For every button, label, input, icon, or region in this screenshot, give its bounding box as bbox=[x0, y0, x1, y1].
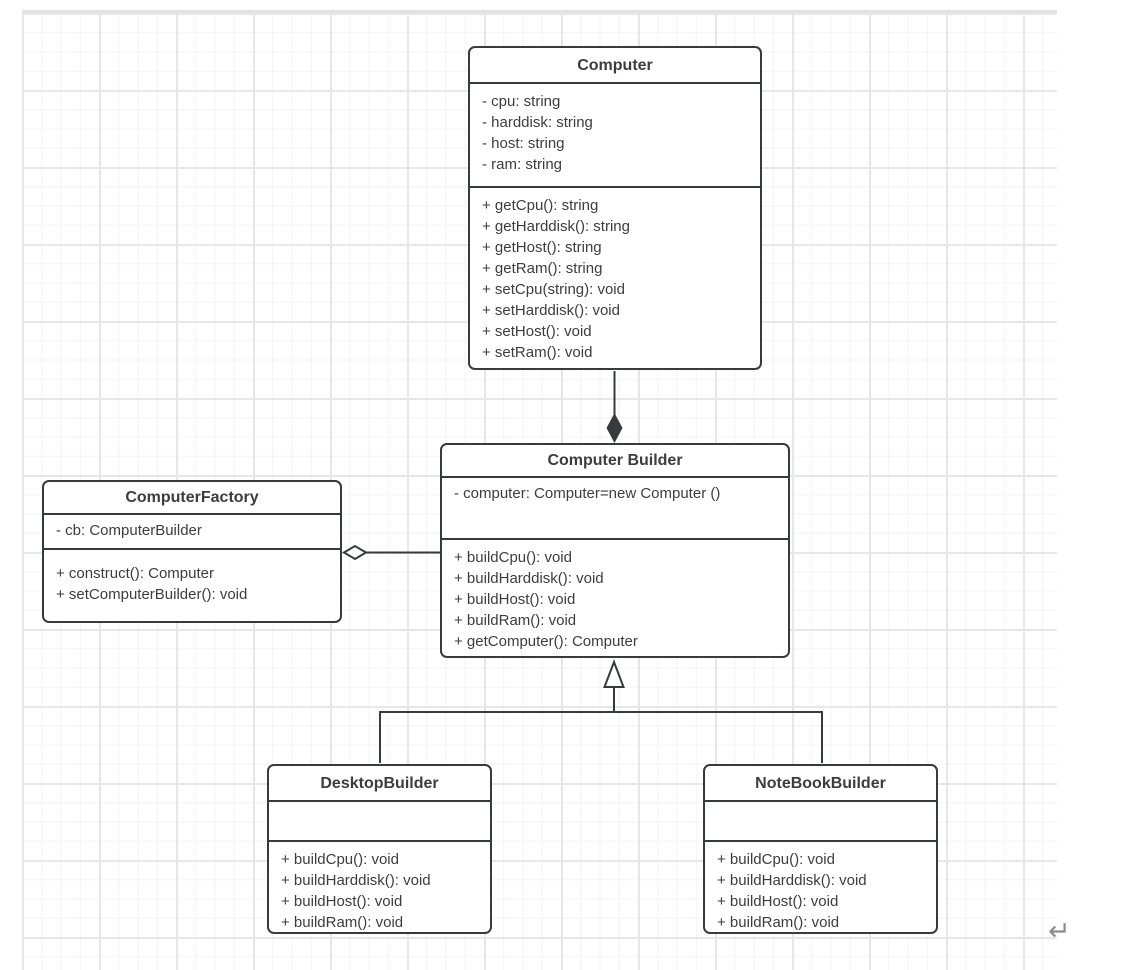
member-line: + buildCpu(): void bbox=[281, 851, 399, 868]
class-methods: + buildCpu(): void + buildHarddisk(): voi… bbox=[269, 842, 490, 932]
member-line: - host: string bbox=[482, 135, 565, 152]
class-desktop-builder[interactable]: DesktopBuilder + buildCpu(): void+ build… bbox=[267, 764, 492, 934]
class-methods: + buildCpu(): void + buildHarddisk(): voi… bbox=[705, 842, 936, 932]
member-line: + getHarddisk(): string bbox=[482, 218, 630, 235]
member-line: + buildRam(): void bbox=[281, 914, 404, 931]
return-key-icon: ↵ bbox=[1048, 916, 1071, 946]
class-title: NoteBookBuilder bbox=[705, 766, 936, 802]
member-line: + setRam(): void bbox=[482, 344, 593, 361]
member-line: + buildHost(): void bbox=[717, 893, 839, 910]
class-title: Computer bbox=[470, 48, 760, 84]
class-attributes: - cb: ComputerBuilder bbox=[44, 515, 340, 550]
member-line: + setHarddisk(): void bbox=[482, 302, 620, 319]
class-attributes: - computer: Computer=new Computer () bbox=[442, 478, 788, 540]
class-attributes: - cpu: string - harddisk: string - host: s… bbox=[470, 84, 760, 188]
class-methods: + getCpu(): string + getHarddisk(): strin… bbox=[470, 188, 760, 368]
member-line: + buildHost(): void bbox=[454, 591, 576, 608]
member-line: - ram: string bbox=[482, 156, 563, 173]
class-title: Computer Builder bbox=[442, 445, 788, 478]
member-line: + buildCpu(): void bbox=[717, 851, 835, 868]
member-line: + construct(): Computer bbox=[56, 565, 214, 582]
member-line: + buildHarddisk(): void bbox=[281, 872, 431, 889]
member-line: + getHost(): string bbox=[482, 239, 602, 256]
class-computer[interactable]: Computer - cpu: string - harddisk: string… bbox=[468, 46, 762, 370]
member-line: + buildHarddisk(): void bbox=[454, 570, 604, 587]
class-attributes bbox=[269, 802, 490, 842]
member-line: - computer: Computer=new Computer () bbox=[454, 485, 721, 502]
member-line: + setComputerBuilder(): void bbox=[56, 586, 248, 603]
member-line: - cb: ComputerBuilder bbox=[56, 522, 202, 539]
member-line: - harddisk: string bbox=[482, 114, 593, 131]
class-notebook-builder[interactable]: NoteBookBuilder + buildCpu(): void+ buil… bbox=[703, 764, 938, 934]
class-computer-factory[interactable]: ComputerFactory - cb: ComputerBuilder + … bbox=[42, 480, 342, 623]
member-line: + setCpu(string): void bbox=[482, 281, 625, 298]
member-line: - cpu: string bbox=[482, 93, 561, 110]
class-attributes bbox=[705, 802, 936, 842]
member-line: + buildRam(): void bbox=[454, 612, 577, 629]
class-title: ComputerFactory bbox=[44, 482, 340, 515]
member-line: + buildHarddisk(): void bbox=[717, 872, 867, 889]
member-line: + setHost(): void bbox=[482, 323, 592, 340]
class-title: DesktopBuilder bbox=[269, 766, 490, 802]
member-line: + getCpu(): string bbox=[482, 197, 599, 214]
class-methods: + construct(): Computer + setComputerBuil… bbox=[44, 550, 340, 621]
member-line: + buildHost(): void bbox=[281, 893, 403, 910]
class-computer-builder[interactable]: Computer Builder - computer: Computer=ne… bbox=[440, 443, 790, 658]
member-line: + buildRam(): void bbox=[717, 914, 840, 931]
member-line: + buildCpu(): void bbox=[454, 549, 572, 566]
member-line: + getComputer(): Computer bbox=[454, 633, 638, 650]
class-methods: + buildCpu(): void + buildHarddisk(): voi… bbox=[442, 540, 788, 656]
member-line: + getRam(): string bbox=[482, 260, 603, 277]
